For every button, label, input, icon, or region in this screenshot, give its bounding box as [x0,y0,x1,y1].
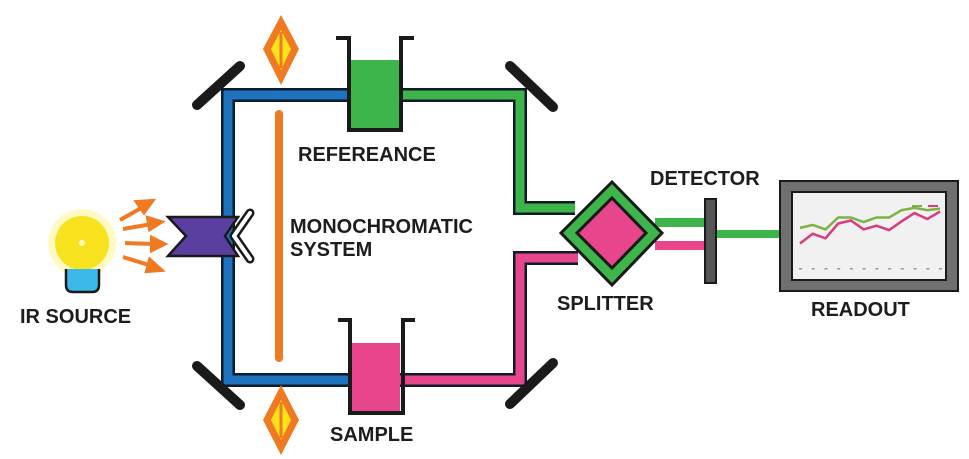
source-beam-path [221,88,352,387]
detector-plate [704,198,717,284]
detector-label: DETECTOR [650,168,760,190]
mirror-bottom-left [192,361,245,410]
reference-beam-to-detector [655,218,705,227]
readout-tick [875,268,879,270]
ir-rays-icon [119,198,169,274]
splitter-label: SPLITTER [557,293,654,315]
ir-source-bulb-icon [48,209,116,294]
splitter-icon [558,179,665,288]
sample-beam-path [398,251,578,387]
readout-series-reference [799,206,941,231]
reference-cuvette [336,36,414,132]
readout-tick [913,268,917,270]
prism-icon [165,208,255,264]
reference-beam-path [398,88,575,215]
readout-legend-swatch [912,205,922,207]
monochromatic-label-line2: SYSTEM [290,239,372,261]
readout-tick [862,268,866,270]
flame-icon-top [263,15,299,85]
readout-chart [799,205,942,270]
readout-label: READOUT [811,299,910,321]
reference-label: REFEREANCE [298,144,436,166]
readout-tick [799,268,802,270]
readout-tick [837,268,841,270]
sample-cuvette [338,318,415,415]
detector-to-readout-beam [715,230,780,238]
mirror-top-left [192,61,245,110]
readout-screen [779,180,959,292]
flame-icon-bottom [263,385,299,455]
sample-beam-to-detector [655,241,705,250]
mirror-bottom-right [505,358,558,409]
readout-tick [849,268,853,270]
readout-legend-swatch [928,205,938,207]
readout-tick [900,268,904,270]
readout-tick [811,268,815,270]
sample-label: SAMPLE [330,424,413,446]
readout-series-sample [799,210,941,245]
readout-tick [824,268,828,270]
readout-tick [926,268,930,270]
readout-tick [939,268,942,270]
ir-source-label: IR SOURCE [20,306,131,328]
mirror-top-right [505,61,558,112]
monochromatic-label-line1: MONOCHROMATIC [290,216,473,238]
readout-tick [888,268,892,270]
